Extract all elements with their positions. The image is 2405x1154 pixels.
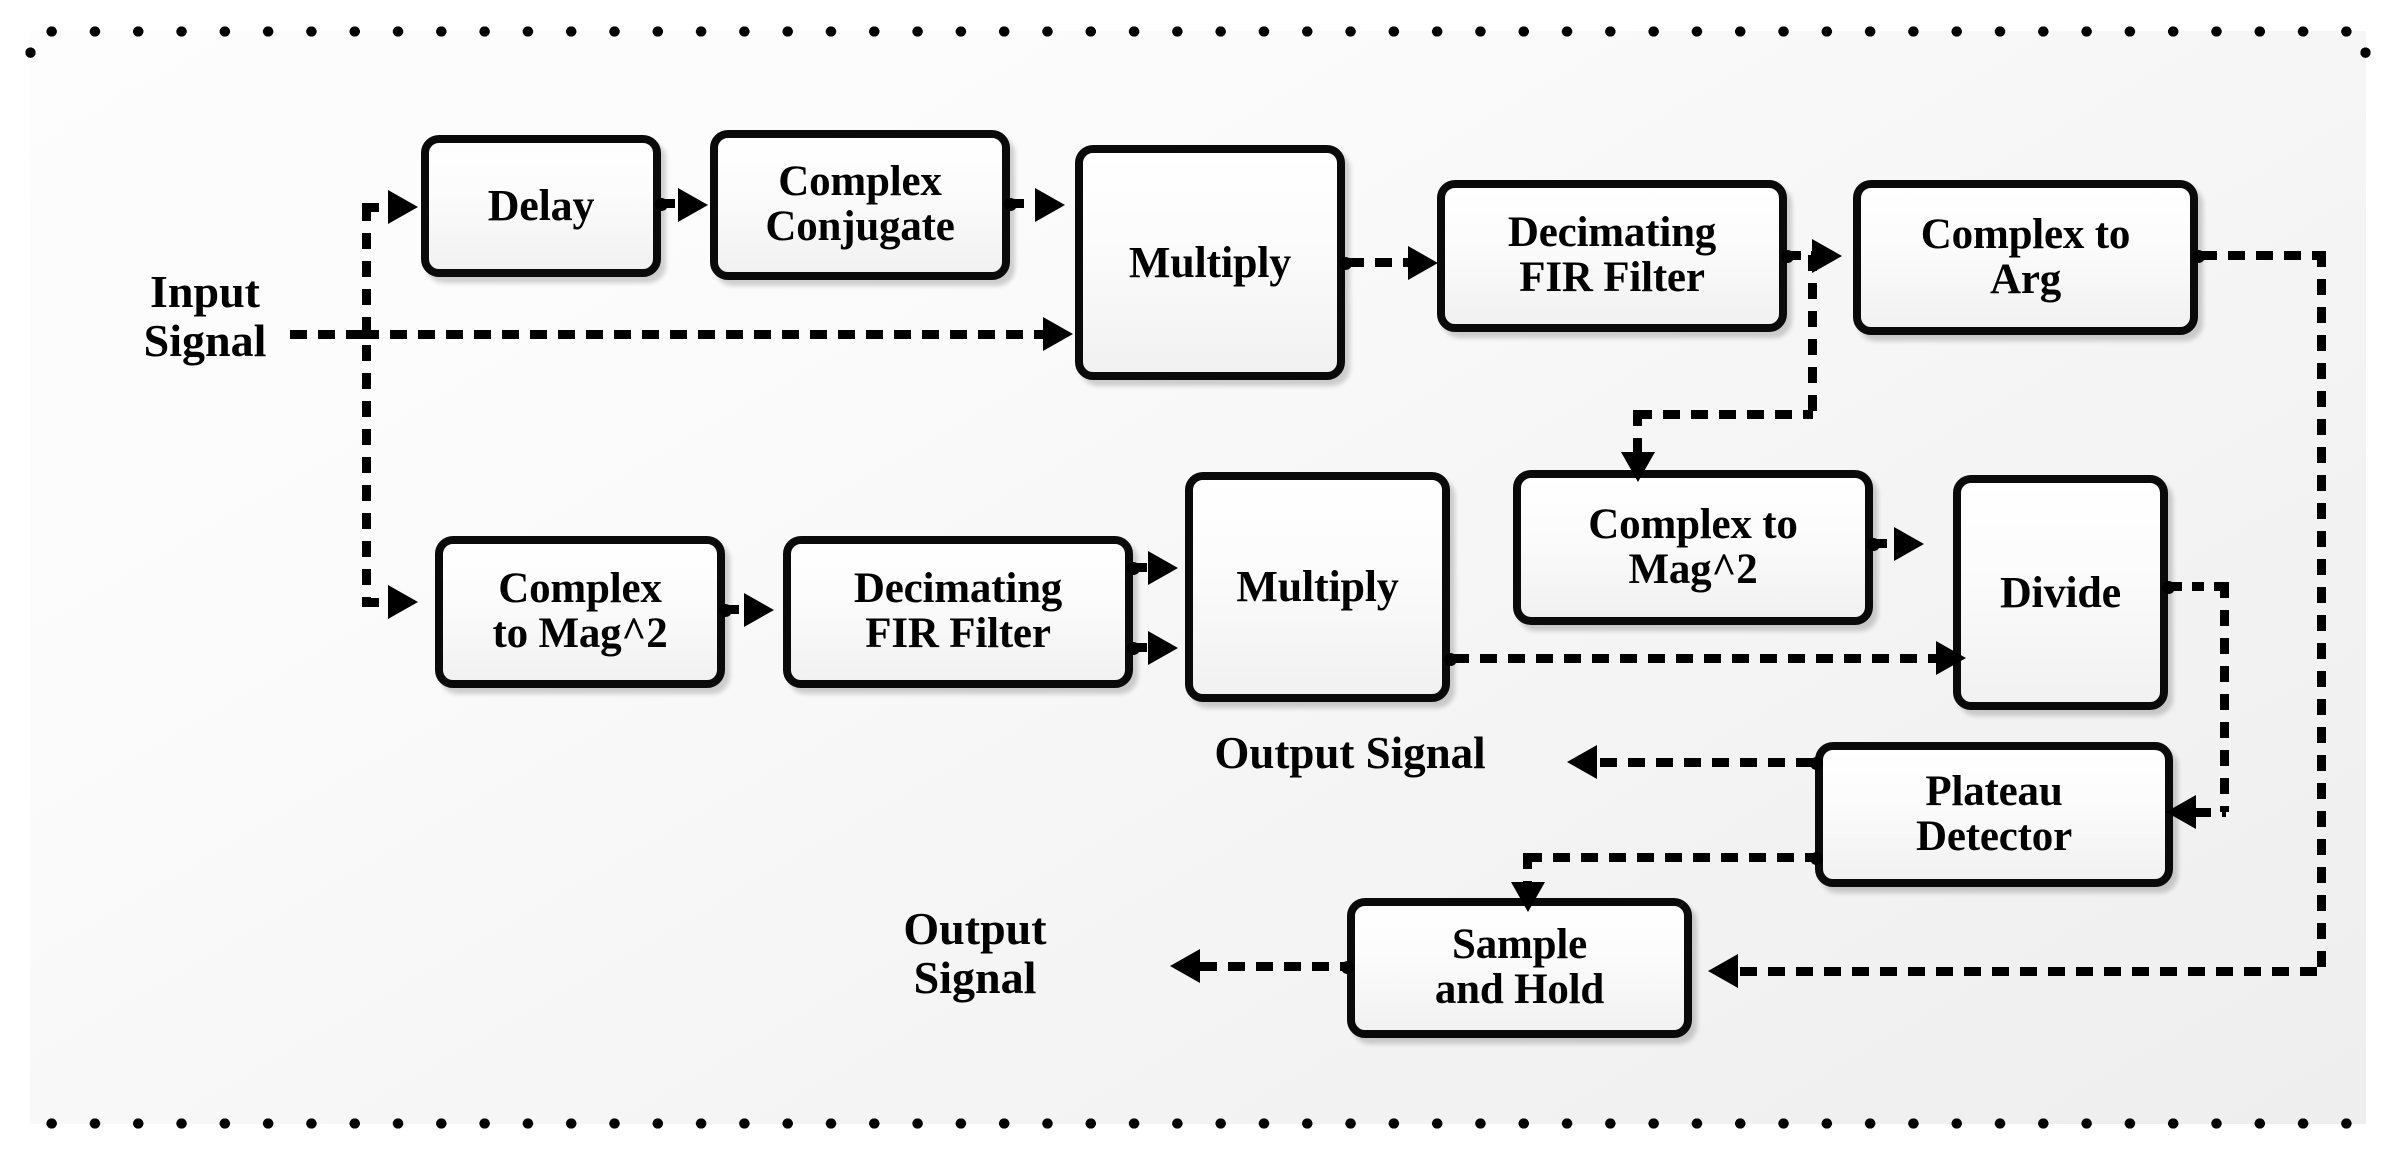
port-multiply-top-output	[1339, 257, 1352, 270]
wire-multiply-mid-to-divide	[1452, 654, 1938, 663]
port-fir-top-output	[1781, 250, 1794, 263]
wire-mag-left-to-fir-mid	[727, 605, 745, 614]
wire-fir-mid-to-multiply-upper	[1135, 563, 1149, 572]
block-delay-label: Delay	[487, 181, 595, 231]
port-divide-output	[2162, 581, 2175, 594]
port-plateau-output-upper	[1810, 757, 1823, 770]
wire-fir-top-branch-left	[1635, 410, 1813, 419]
wire-split-to-mag-left	[362, 598, 390, 607]
arrowhead-divide-upper-input	[1894, 527, 1924, 561]
wire-divide-down	[2220, 582, 2229, 812]
port-fir-mid-output-lower	[1127, 642, 1140, 655]
arrowhead-multiply-mid-lower-input	[1148, 631, 1178, 665]
arrowhead-fir-top-input	[1408, 246, 1438, 280]
arrowhead-delay-input	[388, 190, 418, 224]
port-multiply-mid-output	[1444, 653, 1457, 666]
wire-to-mag-right-top	[1633, 410, 1642, 458]
block-multiply-mid-label: Multiply	[1236, 562, 1399, 612]
wire-fir-mid-to-multiply-lower	[1135, 643, 1149, 652]
wire-sample-hold-to-output-signal	[1200, 962, 1348, 971]
boundary-right-edge	[2360, 31, 2371, 1124]
boundary-left-edge	[25, 31, 36, 1124]
arrowhead-mag-left-input	[388, 585, 418, 619]
arrowhead-mag-right-top-input	[1621, 452, 1655, 482]
arrowhead-multiply-top-upper-input	[1035, 188, 1065, 222]
boundary-bottom-edge	[30, 1118, 2366, 1129]
label-output-signal-middle: Output Signal	[1214, 728, 1486, 778]
port-sample-hold-output	[1341, 961, 1354, 974]
wire-arg-right	[2200, 251, 2324, 260]
arrowhead-conjugate-input	[678, 188, 708, 222]
arrowhead-output-signal-middle	[1567, 745, 1597, 779]
wire-input-to-split	[290, 330, 368, 339]
block-multiply-top[interactable]: Multiply	[1075, 145, 1345, 380]
boundary-top-edge	[30, 26, 2366, 37]
wire-split-to-delay	[362, 203, 390, 212]
wire-mag-right-to-divide	[1875, 539, 1895, 548]
arrowhead-output-signal-bottom	[1170, 949, 1200, 983]
wire-conjugate-to-multiply-top	[1012, 199, 1034, 208]
block-delay[interactable]: Delay	[421, 135, 661, 277]
wire-plateau-to-output-signal	[1600, 758, 1816, 767]
port-mag-left-output	[719, 604, 732, 617]
block-divide[interactable]: Divide	[1953, 475, 2168, 710]
wire-plateau-branch-down	[1523, 853, 1532, 889]
port-arg-output	[2192, 250, 2205, 263]
wire-divide-to-plateau	[2194, 808, 2226, 817]
wire-split-to-multiply-top	[362, 330, 1044, 339]
arrowhead-sample-hold-right-input	[1708, 954, 1738, 988]
arrowhead-sample-hold-top-input	[1511, 882, 1545, 912]
wire-delay-to-conjugate	[663, 199, 677, 208]
port-conjugate-output	[1004, 198, 1017, 211]
block-multiply-mid[interactable]: Multiply	[1185, 472, 1450, 702]
arrowhead-fir-mid-input	[744, 593, 774, 627]
block-multiply-top-label: Multiply	[1128, 237, 1292, 287]
port-delay-output	[655, 198, 668, 211]
arrowhead-divide-lower-input	[1936, 641, 1966, 675]
wire-fir-top-branch-down	[1808, 255, 1817, 413]
arrowhead-multiply-top-lower-input	[1043, 317, 1073, 351]
port-fir-mid-output-upper	[1127, 562, 1140, 575]
wire-input-split-column	[362, 205, 371, 605]
port-mag-right-output	[1867, 538, 1880, 551]
arrowhead-multiply-mid-upper-input	[1148, 551, 1178, 585]
wire-multiply-top-to-fir-top	[1347, 258, 1409, 267]
wire-fir-top-to-arg	[1789, 251, 1813, 260]
wire-plateau-branch-left	[1525, 853, 1817, 862]
arrowhead-arg-input	[1812, 239, 1842, 273]
wire-arg-down	[2317, 251, 2326, 971]
wire-divide-right	[2170, 582, 2226, 591]
wire-arg-to-sample-hold	[1740, 967, 2322, 976]
block-divide-label: Divide	[1999, 567, 2122, 617]
arrowhead-plateau-input	[2166, 795, 2196, 829]
port-plateau-output-lower	[1810, 852, 1823, 865]
